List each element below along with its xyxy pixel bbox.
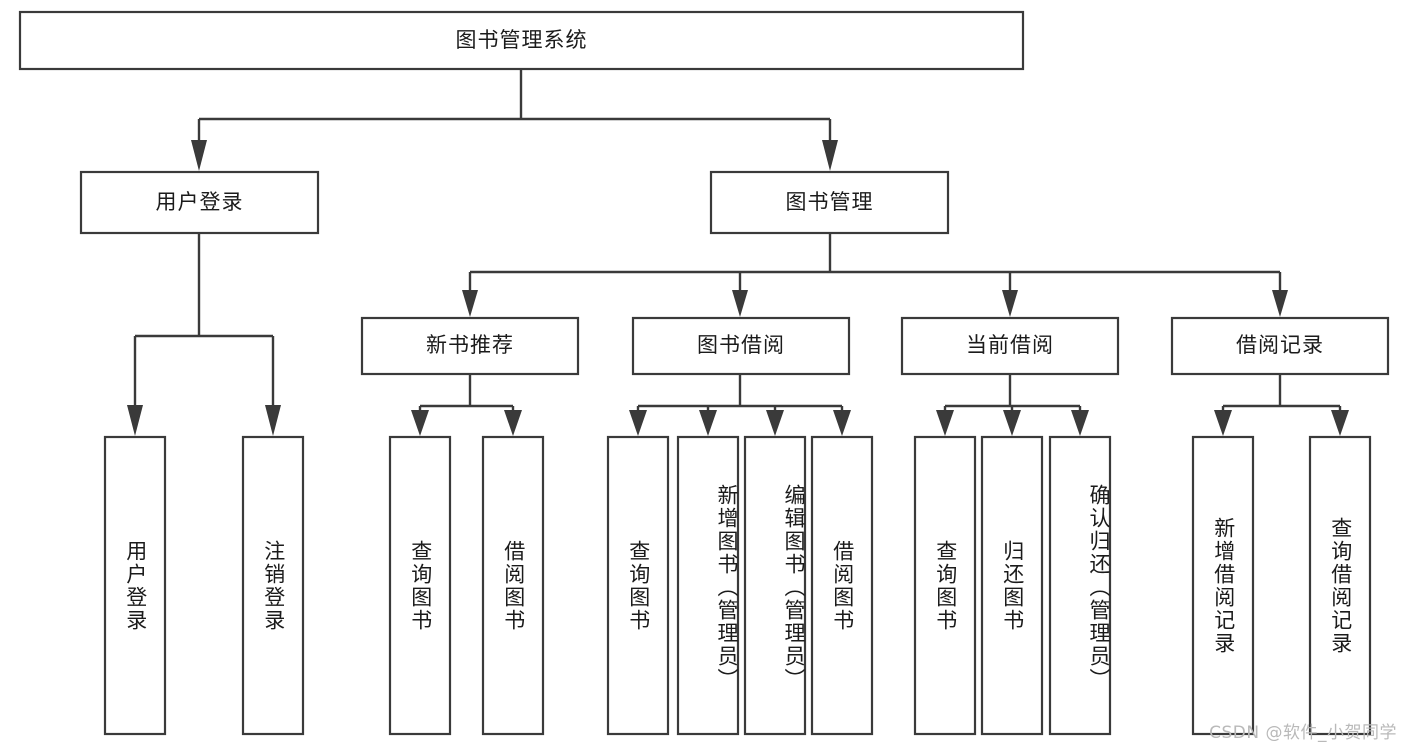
node-leaf-logout-box[interactable] xyxy=(241,435,305,736)
node-leaf-confirm-return-box[interactable] xyxy=(1048,435,1112,736)
node-leaf-query-book-2-box[interactable] xyxy=(606,435,670,736)
arrow-current-borrow-leaf-3 xyxy=(1071,410,1089,436)
arrow-current-borrow-leaf-1 xyxy=(936,410,954,436)
node-leaf-query-book-3-box[interactable] xyxy=(913,435,977,736)
arrow-borrow-record-leaf-2 xyxy=(1331,410,1349,436)
node-leaf-edit-book-box[interactable] xyxy=(743,435,807,736)
arrow-user-login-leaf-1 xyxy=(127,405,143,436)
node-book-borrow-box[interactable] xyxy=(631,316,851,376)
node-leaf-borrow-book-1-box[interactable] xyxy=(481,435,545,736)
node-leaf-borrow-book-2-box[interactable] xyxy=(810,435,874,736)
node-leaf-add-book-box[interactable] xyxy=(676,435,740,736)
arrow-new-book-leaf-1 xyxy=(411,410,429,436)
arrow-borrow-record-leaf-1 xyxy=(1214,410,1232,436)
node-leaf-query-book-1-box[interactable] xyxy=(388,435,452,736)
arrow-book-manage-to-book-borrow xyxy=(732,290,748,317)
node-current-borrow-box[interactable] xyxy=(900,316,1120,376)
arrow-root-to-book-manage xyxy=(822,140,838,171)
node-leaf-query-record-box[interactable] xyxy=(1308,435,1372,736)
arrow-book-borrow-leaf-2 xyxy=(699,410,717,436)
arrow-new-book-leaf-2 xyxy=(504,410,522,436)
node-new-book-recommend-box[interactable] xyxy=(360,316,580,376)
node-leaf-return-book-box[interactable] xyxy=(980,435,1044,736)
node-leaf-add-record-box[interactable] xyxy=(1191,435,1255,736)
arrow-book-manage-to-current-borrow xyxy=(1002,290,1018,317)
node-leaf-user-login-box[interactable] xyxy=(103,435,167,736)
node-root-box[interactable] xyxy=(18,10,1025,71)
node-user-login-box[interactable] xyxy=(79,170,320,235)
arrow-user-login-leaf-2 xyxy=(265,405,281,436)
arrow-root-to-user-login xyxy=(191,140,207,171)
arrow-book-manage-to-borrow-record xyxy=(1272,290,1288,317)
arrow-book-borrow-leaf-3 xyxy=(766,410,784,436)
arrow-current-borrow-leaf-2 xyxy=(1003,410,1021,436)
arrow-book-borrow-leaf-1 xyxy=(629,410,647,436)
node-borrow-record-box[interactable] xyxy=(1170,316,1390,376)
node-book-manage-box[interactable] xyxy=(709,170,950,235)
arrow-book-manage-to-new-book xyxy=(462,290,478,317)
arrow-book-borrow-leaf-4 xyxy=(833,410,851,436)
